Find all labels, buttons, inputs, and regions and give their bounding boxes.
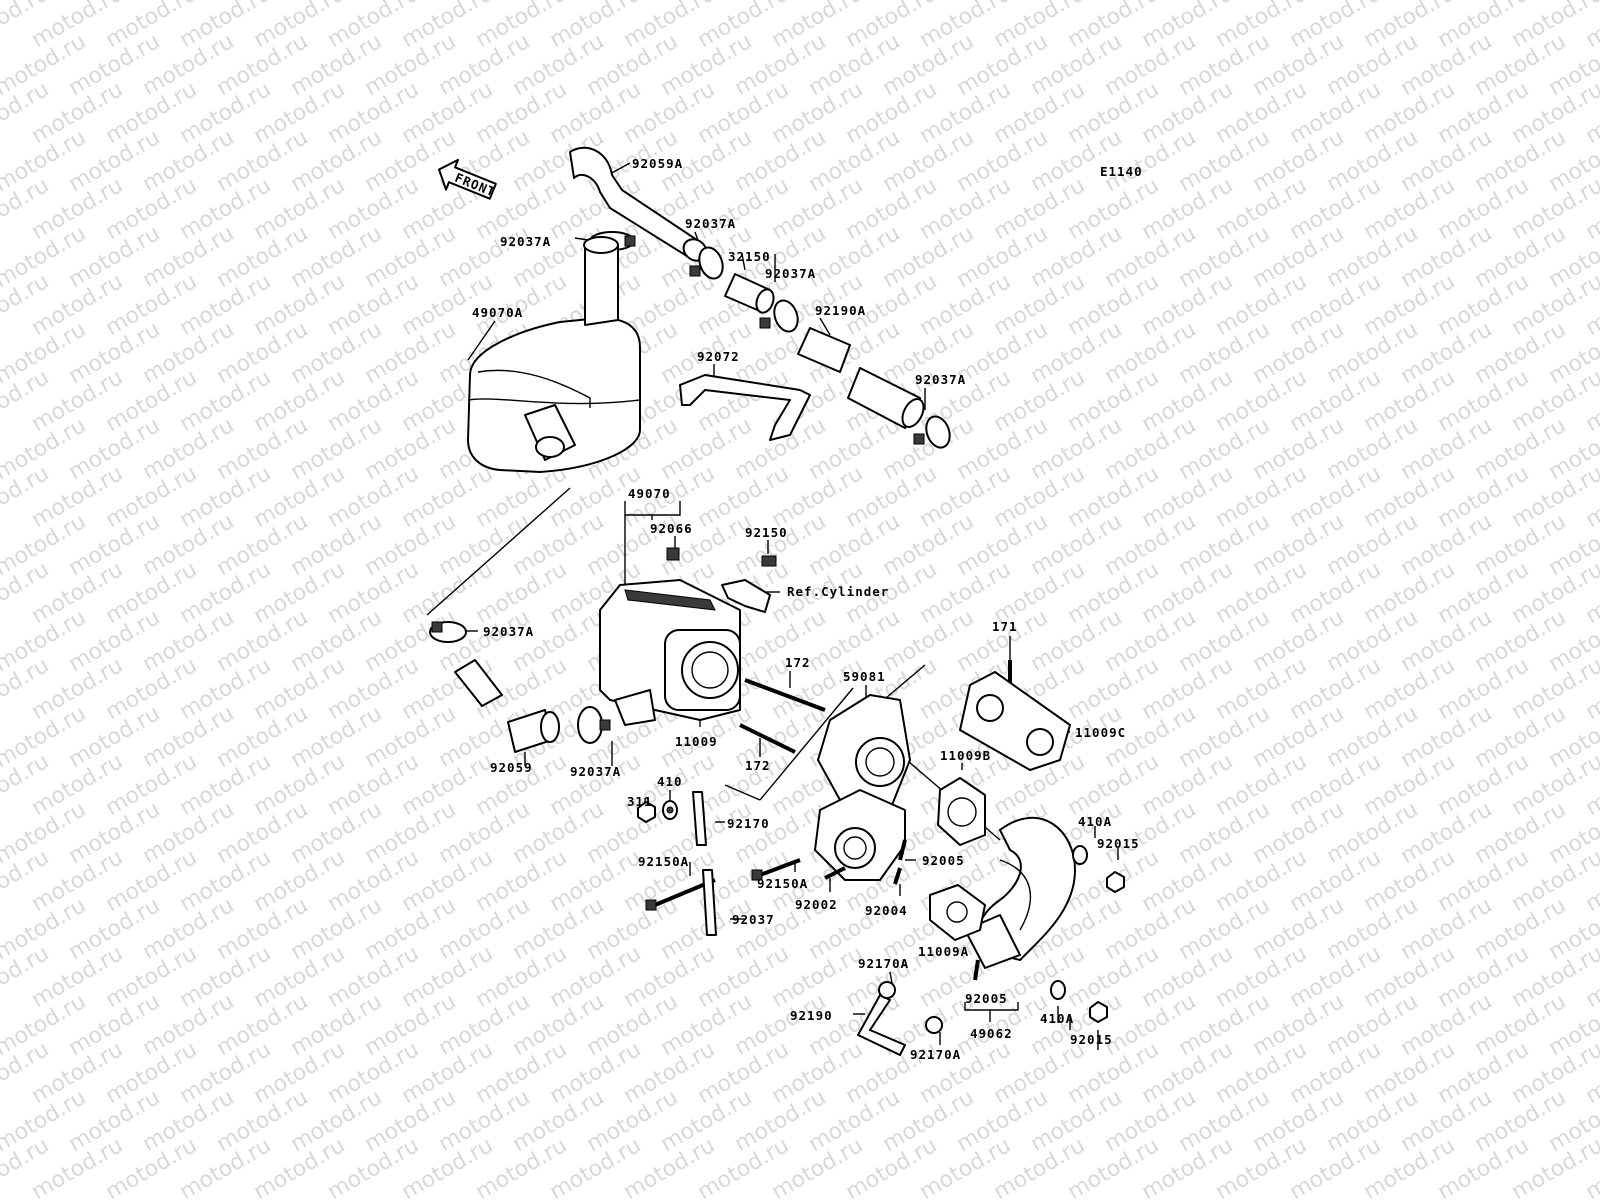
part-label: 172	[785, 655, 811, 670]
part-label: 92150A	[757, 876, 808, 891]
part-label: 410A	[1040, 1011, 1074, 1026]
part-label: 49070	[628, 486, 671, 501]
part-label: 92066	[650, 521, 693, 536]
hose-clamp-icon	[689, 246, 724, 280]
part-label: 92170	[727, 816, 770, 831]
gasket-11009A	[929, 884, 986, 941]
part-label: 92005	[922, 853, 965, 868]
part-label: 92059	[490, 760, 533, 775]
bolt-icon	[751, 858, 801, 881]
part-label: 92037A	[765, 266, 816, 281]
gasket-11009B	[937, 777, 986, 846]
part-label: 92037A	[570, 764, 621, 779]
part-label: 92015	[1070, 1032, 1113, 1047]
part-label: 92190A	[815, 303, 866, 318]
part-label: 49062	[970, 1026, 1013, 1041]
part-label: 92005	[965, 991, 1008, 1006]
hose-tube	[847, 367, 925, 429]
muffler-49070A	[467, 236, 641, 473]
muffler-49070	[599, 579, 741, 726]
part-label: 172	[745, 758, 771, 773]
ref-cylinder-note: Ref.Cylinder	[787, 584, 889, 599]
part-label: 92037A	[500, 234, 551, 249]
hose-92190A	[797, 327, 851, 373]
part-label: 49070A	[472, 305, 523, 320]
hose-92170	[692, 791, 717, 936]
hose-clamp-icon	[913, 415, 951, 449]
bracket-92072	[679, 374, 811, 441]
part-label: 92015	[1097, 836, 1140, 851]
part-label: 92059A	[632, 156, 683, 171]
part-label: 410	[657, 774, 683, 789]
diagram-code: E1140	[1100, 164, 1143, 179]
part-label: 11009A	[918, 944, 969, 959]
part-label: 171	[992, 619, 1018, 634]
part-label: 32150	[728, 249, 771, 264]
part-label: 92004	[865, 903, 908, 918]
washer-icon	[662, 800, 1088, 1000]
part-label: 92037A	[483, 624, 534, 639]
cylinder-bracket	[721, 579, 771, 613]
part-label: 92150	[745, 525, 788, 540]
part-label: 92002	[795, 897, 838, 912]
elbow-pipe-92059A	[569, 146, 708, 262]
part-label: 92190	[790, 1008, 833, 1023]
nut-icon	[637, 801, 1125, 1023]
hose-clamp-icon	[759, 299, 799, 333]
part-label: 92170A	[910, 1047, 961, 1062]
bolt-icon	[824, 839, 980, 981]
part-label: 92037	[732, 912, 775, 927]
part-label: 11009	[675, 734, 718, 749]
hose-92059	[454, 659, 560, 753]
hose-clamp-icon	[577, 706, 611, 744]
bolt-icon	[666, 547, 777, 567]
exhaust-manifold-59081	[817, 694, 911, 811]
part-label: 92037A	[685, 216, 736, 231]
gasket-11009C	[959, 671, 1071, 771]
part-label: 92150A	[638, 854, 689, 869]
part-label: 311	[627, 794, 653, 809]
part-label: 11009C	[1075, 725, 1126, 740]
exhaust-pipe-lower	[814, 789, 906, 881]
part-label: 59081	[843, 669, 886, 684]
part-label: 92170A	[858, 956, 909, 971]
part-label: 410A	[1078, 814, 1112, 829]
part-label: 11009B	[940, 748, 991, 763]
sleeve-32150	[724, 273, 775, 314]
part-label: 92072	[697, 349, 740, 364]
part-labels: E1140 92059A 92037A 92037A 32150 92037A …	[472, 156, 1143, 1062]
part-label: 92037A	[915, 372, 966, 387]
hose-92190	[857, 981, 943, 1056]
hose-clamp-icon	[429, 621, 467, 643]
